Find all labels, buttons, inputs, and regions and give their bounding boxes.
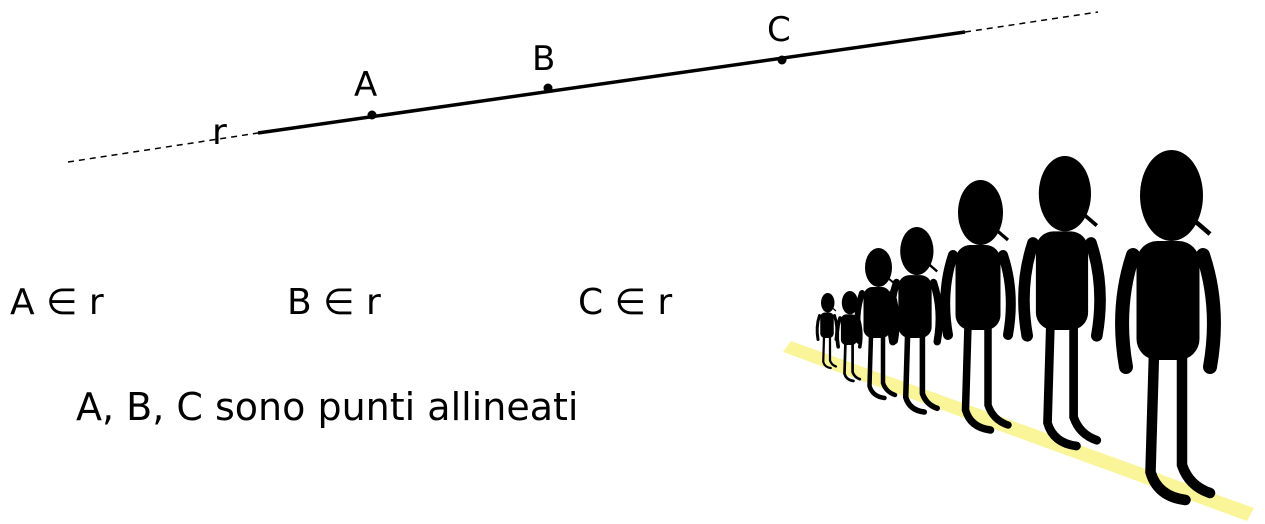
line-r-dashed-right xyxy=(964,11,1099,33)
point-a-label: A xyxy=(354,65,377,105)
walking-figure xyxy=(940,180,1016,434)
caption-aligned-points: A, B, C sono punti allineati xyxy=(76,385,579,429)
point-c-label: C xyxy=(767,10,791,50)
membership-b: B ∈ r xyxy=(287,282,381,323)
point-b xyxy=(543,83,553,93)
walking-figure xyxy=(887,227,943,415)
walking-figure xyxy=(815,293,839,370)
line-r-label: r xyxy=(212,112,227,153)
walking-figure xyxy=(1018,156,1106,451)
ground-stripe xyxy=(783,341,1254,521)
point-b-label: B xyxy=(532,39,555,79)
membership-c: C ∈ r xyxy=(578,282,673,323)
point-c xyxy=(777,55,787,65)
line-r-dashed-left xyxy=(67,132,259,163)
membership-a: A ∈ r xyxy=(10,282,104,323)
walking-figures-icon xyxy=(815,150,1221,506)
point-a xyxy=(367,110,377,120)
walking-figure xyxy=(1115,150,1221,506)
